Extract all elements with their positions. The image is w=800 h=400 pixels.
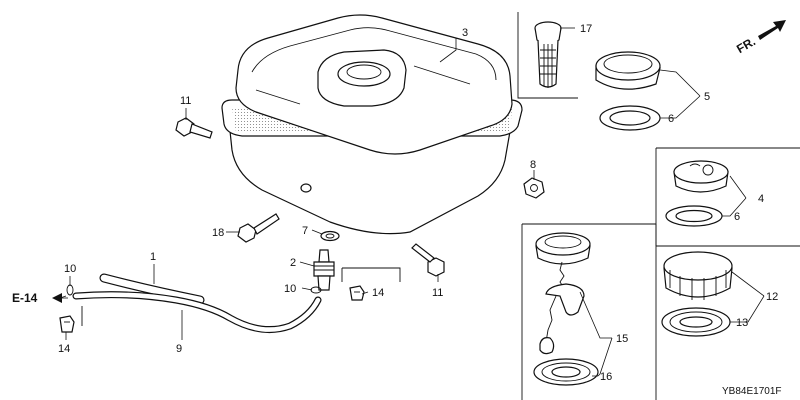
label-cap-gasket-mid: 6 <box>734 211 740 223</box>
strainer-box <box>517 12 578 99</box>
label-fuel-tube: 1 <box>150 251 156 263</box>
label-nut: 8 <box>530 159 536 171</box>
fuel-tube <box>99 273 205 305</box>
diagram-id: YB84E1701F <box>722 386 782 397</box>
label-cap-with-strap: 15 <box>616 333 628 345</box>
right-group-frames <box>521 147 800 400</box>
fuel-tank <box>221 14 523 235</box>
label-cap-gasket-top: 6 <box>668 113 674 125</box>
flange-bolt-right <box>411 243 445 277</box>
fuel-cock <box>313 249 335 291</box>
callout-labels: 3 17 5 6 11 8 4 6 18 7 2 10 14 11 1 10 E… <box>12 23 782 397</box>
label-cap-assembly-mid: 4 <box>758 193 764 205</box>
clip-14-center <box>349 285 365 301</box>
cap-with-strap <box>535 232 591 355</box>
gasket-16 <box>533 358 599 386</box>
leader-lines <box>59 27 765 377</box>
label-flange-bolt-right: 11 <box>432 287 443 299</box>
label-ref-code: E-14 <box>12 291 38 305</box>
label-clip-10-left: 10 <box>64 263 76 275</box>
label-clip-10-lower: 10 <box>284 283 296 295</box>
label-clip-14-center: 14 <box>372 287 384 299</box>
label-gasket-16: 16 <box>600 371 612 383</box>
fuel-strainer <box>534 21 562 88</box>
tube-9 <box>72 291 322 334</box>
cap-gasket-top <box>599 105 661 131</box>
label-fuel-cock: 2 <box>290 257 296 269</box>
flange-bolt-left <box>175 117 213 139</box>
direction-label: FR. <box>734 34 758 56</box>
label-clip-14-left: 14 <box>58 343 70 355</box>
label-tube-9: 9 <box>176 343 182 355</box>
clip-14-left <box>59 315 75 333</box>
label-washer-7: 7 <box>302 225 308 237</box>
cap-gasket-mid <box>665 205 723 227</box>
ref-arrow <box>52 293 68 303</box>
washer-7 <box>320 230 340 242</box>
label-tank: 3 <box>462 27 468 39</box>
label-flange-bolt-left: 11 <box>180 95 191 107</box>
direction-indicator: FR. <box>734 20 786 56</box>
nut <box>523 177 545 199</box>
clip-10-left <box>66 284 74 296</box>
filler-cap-top <box>595 51 661 90</box>
label-filler-cap-assembly-top: 5 <box>704 91 710 103</box>
cap-assembly-mid <box>673 160 729 193</box>
label-bolt-18: 18 <box>212 227 224 239</box>
cap-assembly-low <box>663 251 733 300</box>
label-cap-assembly-low: 12 <box>766 291 778 303</box>
cap-gasket-low <box>661 307 731 337</box>
bolt-18 <box>237 213 280 243</box>
label-fuel-strainer: 17 <box>580 23 592 35</box>
label-cap-gasket-low: 13 <box>736 317 748 329</box>
